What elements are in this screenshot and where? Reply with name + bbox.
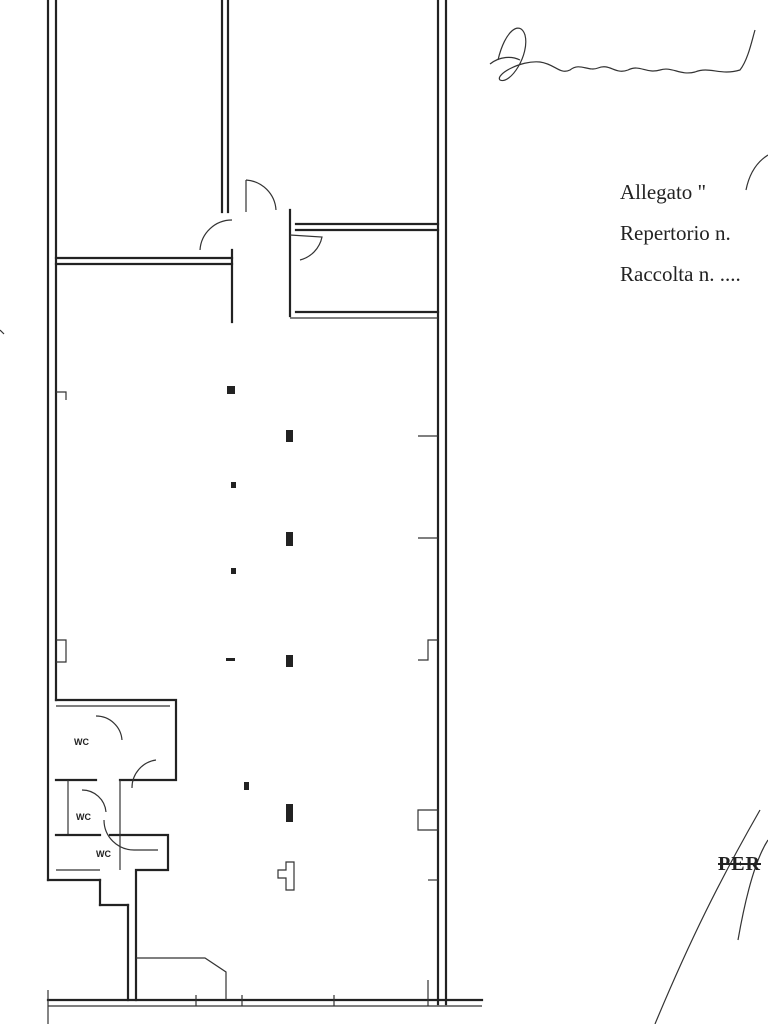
door-swings-upper	[199, 179, 323, 261]
handwriting	[489, 27, 768, 1024]
repertorio-label: Repertorio n.	[620, 221, 731, 245]
stray-marks	[0, 329, 5, 335]
allegato-label: Allegato "	[620, 180, 707, 204]
room-label-wc-2: WC	[76, 812, 91, 822]
stamp-text: PER	[718, 853, 761, 875]
upper-partitions	[54, 0, 440, 324]
wc-block	[54, 698, 178, 872]
room-label-wc-3: WC	[96, 849, 111, 859]
raccolta-label: Raccolta n. ....	[620, 262, 741, 286]
entry-area	[136, 957, 429, 1006]
outer-walls	[46, 0, 484, 1024]
room-label-wc-1: WC	[74, 737, 89, 747]
document-reference-block: Allegato " Repertorio n. Raccolta n. ...…	[620, 172, 741, 295]
columns	[226, 386, 295, 891]
wall-pilasters	[56, 391, 439, 881]
